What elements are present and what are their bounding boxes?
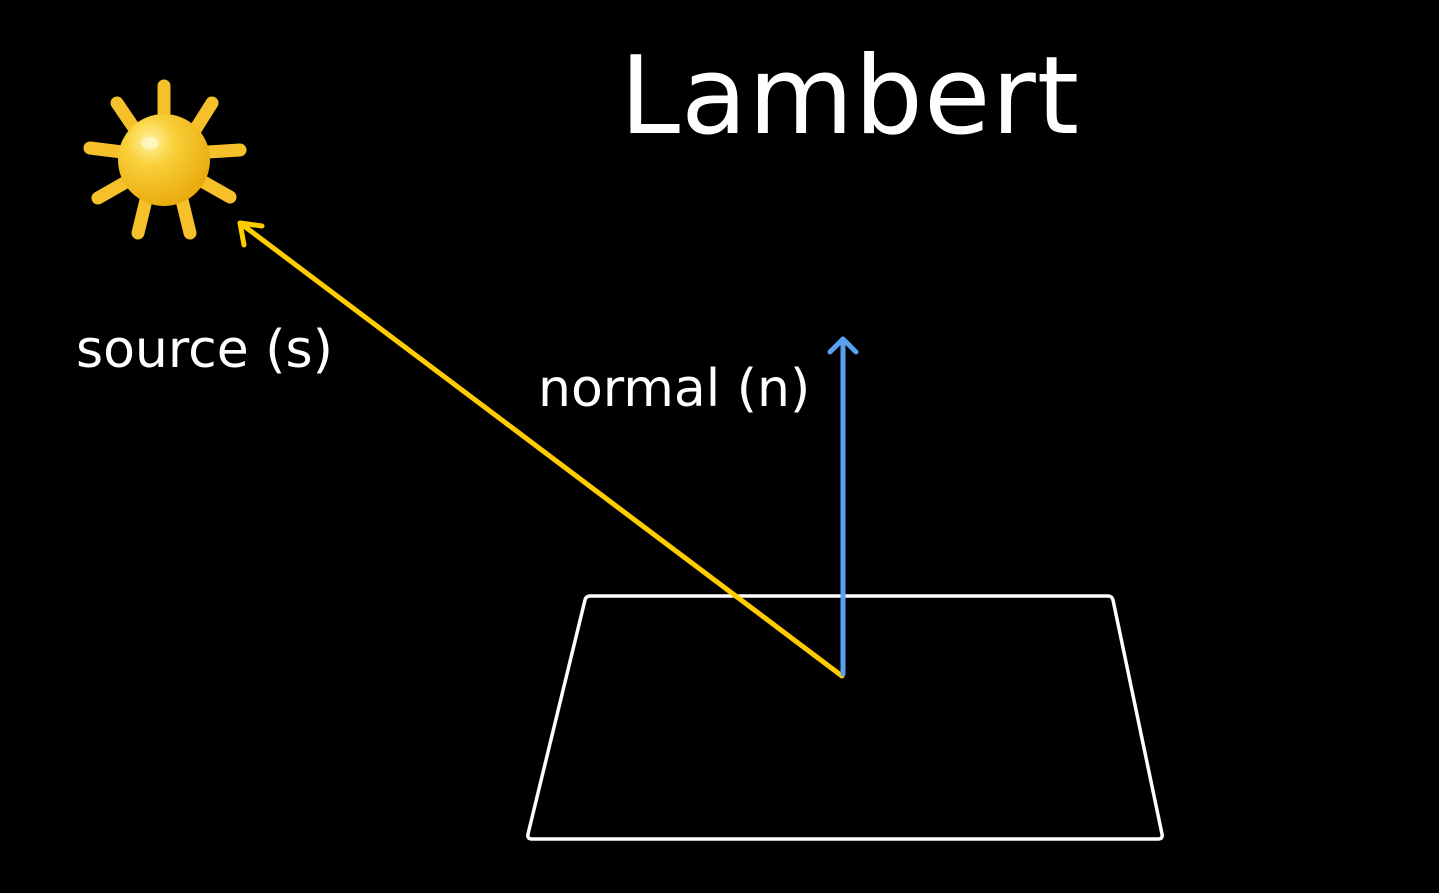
diagram-title: Lambert xyxy=(619,34,1081,159)
sun-icon xyxy=(83,79,247,240)
surface-plane xyxy=(526,594,1164,841)
normal-vector-arrow xyxy=(827,336,859,677)
normal-vector-label: normal (n) xyxy=(538,359,811,419)
source-vector-arrow xyxy=(237,220,845,679)
source-vector-label: source (s) xyxy=(76,320,333,380)
